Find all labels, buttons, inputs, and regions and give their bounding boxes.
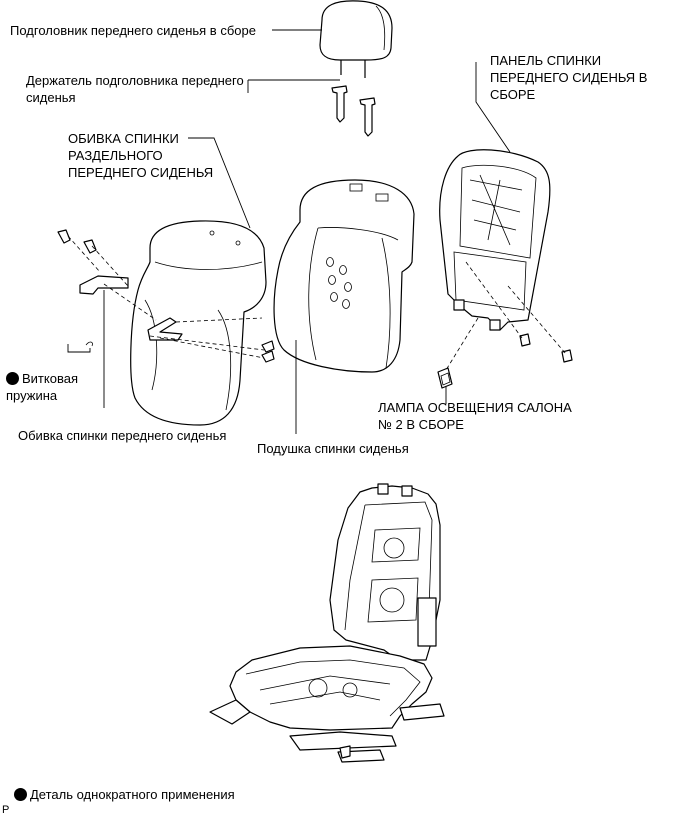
label-seat-back-panel: ПАНЕЛЬ СПИНКИ ПЕРЕДНЕГО СИДЕНЬЯ В СБОРЕ (490, 53, 648, 102)
seat-back-pad-drawing (273, 179, 415, 373)
leader-lines (67, 29, 511, 434)
legend-non-reusable: Деталь однократного применения (14, 786, 235, 803)
label-back-cover: Обивка спинки переднего сиденья (18, 428, 227, 443)
headrest-drawing (319, 0, 393, 78)
label-headrest-holder: Держатель подголовника переднего сиденья (26, 73, 244, 105)
label-coil-spring-text: Витковая пружина (6, 371, 78, 403)
seat-back-panel-drawing (439, 149, 551, 331)
label-separate-back-cover: ОБИВКА СПИНКИ РАЗДЕЛЬНОГО ПЕРЕДНЕГО СИДЕ… (68, 131, 214, 180)
label-room-lamp: ЛАМПА ОСВЕЩЕНИЯ САЛОНА № 2 В СБОРЕ (378, 400, 572, 432)
legend-non-reusable-text: Деталь однократного применения (30, 787, 235, 802)
label-seat-back-pad: Подушка спинки сиденья (257, 441, 409, 456)
filled-circle-icon (6, 372, 19, 385)
filled-circle-icon (14, 788, 27, 801)
headrest-holder-drawing (331, 85, 376, 137)
separate-back-cover-drawing (130, 220, 267, 426)
clip-drawing (57, 229, 573, 363)
seat-frame-drawing (209, 483, 445, 763)
label-coil-spring: Витковая пружина (6, 370, 78, 404)
label-headrest-assembly: Подголовник переднего сиденья в сборе (10, 23, 256, 38)
room-lamp-drawing (437, 367, 453, 389)
corner-mark: P (2, 804, 10, 816)
assembly-dashed-lines (67, 235, 567, 371)
hook-drawing (79, 275, 183, 341)
